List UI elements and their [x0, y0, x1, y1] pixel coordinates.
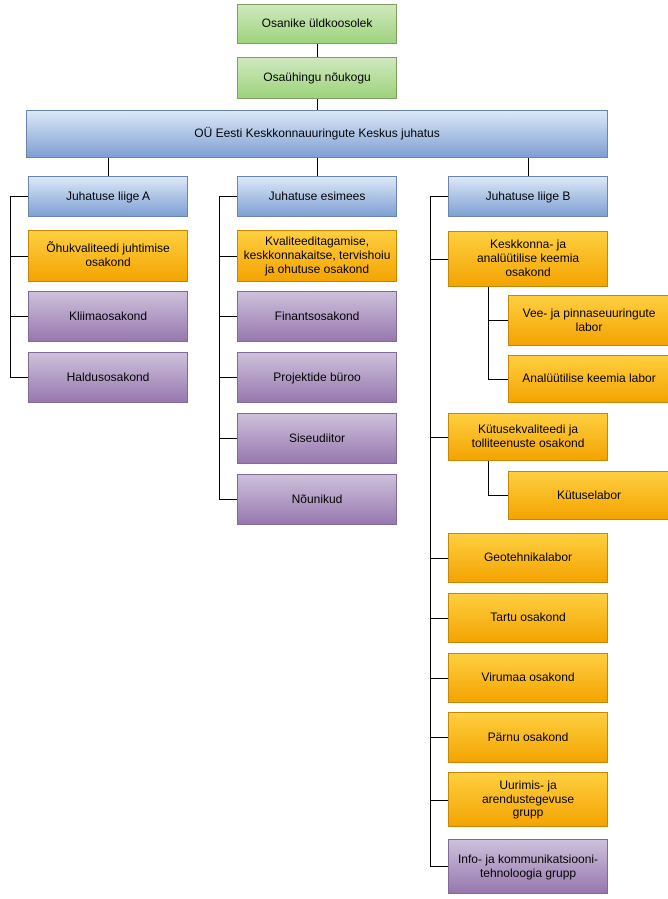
- connector-kutuse-trunk: [488, 461, 489, 496]
- connector-kutuse-stub-1: [488, 495, 508, 496]
- connector-b-stub-7: [430, 800, 448, 801]
- node-parnu-osakond: Pärnu osakond: [448, 712, 608, 763]
- node-tartu-osakond: Tartu osakond: [448, 593, 608, 643]
- connector-b-stub-2: [430, 437, 448, 438]
- connector-board-esimees: [317, 158, 318, 176]
- node-keskkonna-keemia-osakond: Keskkonna- ja analüütilise keemia osakon…: [448, 231, 608, 287]
- connector-b-trunk: [430, 196, 431, 867]
- node-juhatuse-liige-a: Juhatuse liige A: [28, 176, 188, 217]
- node-nounikud: Nõunikud: [237, 474, 397, 525]
- node-juhatuse-liige-b: Juhatuse liige B: [448, 176, 608, 217]
- connector-board-liige-b: [528, 158, 529, 176]
- node-haldusosakond: Haldusosakond: [28, 352, 188, 403]
- node-finantsosakond: Finantsosakond: [237, 291, 397, 342]
- node-info-tehnoloogia-grupp: Info- ja kommunikatsiooni- tehnoloogia g…: [448, 839, 608, 894]
- connector-a-trunk: [10, 196, 11, 378]
- node-uurimis-arendus-grupp: Uurimis- ja arendustegevuse grupp: [448, 772, 608, 827]
- connector-keskkonna-trunk: [488, 287, 489, 380]
- node-analuutilise-keemia-labor: Analüütilise keemia labor: [508, 355, 668, 403]
- node-kliimaosakond: Kliimaosakond: [28, 291, 188, 342]
- node-virumaa-osakond: Virumaa osakond: [448, 653, 608, 703]
- node-kutuselabor: Kütuselabor: [508, 471, 668, 520]
- connector-a-stub-2: [10, 316, 28, 317]
- connector-council-board: [317, 99, 318, 110]
- connector-b-stub-3: [430, 558, 448, 559]
- connector-chair-stub-2: [219, 316, 237, 317]
- connector-keskkonna-stub-1: [488, 320, 508, 321]
- node-kvaliteeditagamise-osakond: Kvaliteeditagamise, keskkonnakaitse, ter…: [237, 230, 397, 282]
- node-juhatuse-esimees: Juhatuse esimees: [237, 176, 397, 217]
- connector-a-head: [10, 196, 28, 197]
- connector-b-stub-1: [430, 259, 448, 260]
- connector-chair-stub-4: [219, 438, 237, 439]
- connector-a-stub-1: [10, 256, 28, 257]
- node-ohukvaliteedi-osakond: Õhukvaliteedi juhtimise osakond: [28, 230, 188, 282]
- node-geotehnikalabor: Geotehnikalabor: [448, 533, 608, 583]
- node-osanike-uldkoosolek: Osanike üldkoosolek: [237, 4, 397, 44]
- connector-board-liige-a: [108, 158, 109, 176]
- connector-chair-stub-1: [219, 256, 237, 257]
- connector-chair-stub-3: [219, 377, 237, 378]
- node-kutusekvaliteedi-osakond: Kütusekvaliteedi ja tolliteenuste osakon…: [448, 413, 608, 461]
- connector-chair-stub-5: [219, 499, 237, 500]
- connector-chair-trunk: [219, 196, 220, 500]
- connector-b-head: [430, 196, 448, 197]
- connector-b-stub-4: [430, 618, 448, 619]
- node-juhatus: OÜ Eesti Keskkonnauuringute Keskus juhat…: [26, 110, 608, 158]
- connector-b-stub-6: [430, 737, 448, 738]
- connector-b-stub-5: [430, 678, 448, 679]
- connector-root-council: [317, 44, 318, 57]
- node-siseudiitor: Siseudiitor: [237, 413, 397, 464]
- node-projektide-buroo: Projektide büroo: [237, 352, 397, 403]
- connector-chair-head: [219, 196, 237, 197]
- node-osauhingu-noukogu: Osaühingu nõukogu: [237, 57, 397, 99]
- connector-keskkonna-stub-2: [488, 379, 508, 380]
- connector-b-stub-8: [430, 866, 448, 867]
- connector-a-stub-3: [10, 377, 28, 378]
- node-vee-pinnase-labor: Vee- ja pinnaseuuringute labor: [508, 295, 668, 346]
